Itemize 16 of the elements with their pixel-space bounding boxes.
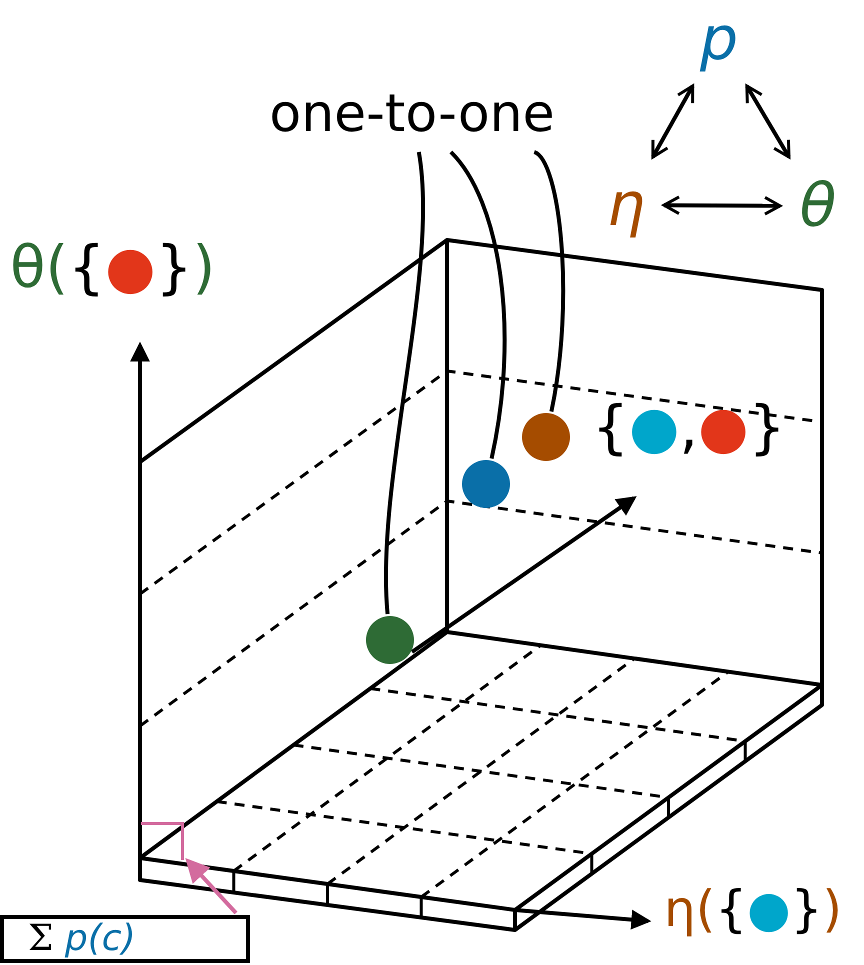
axis-label: η({●}) [664, 884, 842, 934]
variable-label: p [688, 0, 750, 78]
arrow [745, 84, 791, 158]
leader-line [449, 150, 507, 459]
highlighted-cell [141, 822, 184, 860]
variable-label: θ [788, 165, 848, 247]
axis-label: {●,●} [592, 398, 786, 456]
arrow [651, 84, 694, 158]
axis-label: θ({●}) [10, 238, 216, 296]
formula-box: Σ p(c) [0, 915, 250, 963]
arrow [185, 858, 238, 914]
leader-line [384, 152, 425, 614]
leader-text: one-to-one [232, 78, 592, 150]
variable-label: η [596, 165, 656, 245]
arrow [662, 195, 782, 216]
leader-line [533, 150, 566, 412]
